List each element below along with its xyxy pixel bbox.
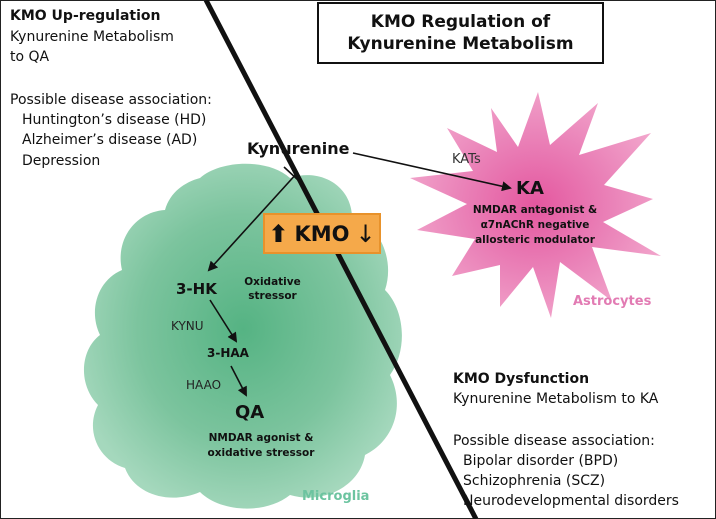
dysfunction-heading: KMO Dysfunction	[453, 371, 590, 387]
dysfunction-disease-item: Schizophrenia (SCZ)	[463, 473, 606, 489]
upregulation-disease-heading: Possible disease association:	[10, 92, 212, 108]
dysfunction-disease-item: Bipolar disorder (BPD)	[463, 453, 619, 469]
kynurenine-branch-line	[283, 166, 299, 181]
astrocytes-label: Astrocytes	[573, 294, 652, 309]
ka-label: KA	[516, 178, 544, 199]
upregulation-line-1: Kynurenine Metabolism	[10, 29, 174, 45]
upregulation-line-2: to QA	[10, 49, 50, 65]
upregulation-disease-item: Depression	[22, 153, 101, 169]
up-arrow-icon: ⬆	[268, 219, 289, 248]
qa-description-line: oxidative stressor	[207, 447, 315, 459]
upregulation-heading: KMO Up-regulation	[10, 8, 161, 24]
oxidative-stressor-note: Oxidative stressor	[240, 275, 305, 303]
upregulation-disease-item: Huntington’s disease (HD)	[22, 112, 207, 128]
qa-label: QA	[235, 402, 265, 423]
divider-line	[203, 0, 479, 519]
oxidative-line: stressor	[248, 290, 297, 302]
3haa-label: 3-HAA	[207, 346, 249, 360]
qa-description: NMDAR agonist & oxidative stressor	[196, 431, 326, 461]
kats-label: KATs	[452, 152, 481, 167]
arrow-3hk-to-3haa	[209, 299, 238, 343]
title-line-2: Kynurenine Metabolism	[347, 34, 574, 54]
kmo-label: KMO	[294, 221, 350, 246]
oxidative-line: Oxidative	[244, 276, 301, 288]
ka-description-line: NMDAR antagonist &	[472, 204, 598, 216]
astrocyte-cell	[410, 92, 661, 318]
dysfunction-line-1: Kynurenine Metabolism to KA	[453, 391, 659, 407]
dysfunction-disease-heading: Possible disease association:	[453, 433, 655, 449]
qa-description-line: NMDAR agonist &	[208, 432, 314, 444]
title-box: KMO Regulation of Kynurenine Metabolism	[317, 2, 604, 64]
arrow-kynurenine-to-3hk	[207, 171, 299, 272]
arrow-3haa-to-qa	[230, 365, 247, 397]
arrow-kynurenine-to-ka	[352, 152, 512, 192]
kynurenine-label: Kynurenine	[247, 139, 350, 158]
ka-description-line: allosteric modulator	[475, 234, 595, 246]
ka-description-line: α7nAChR negative	[480, 219, 590, 231]
upregulation-disease-item: Alzheimer’s disease (AD)	[22, 132, 198, 148]
dysfunction-disease-item: Neurodevelopmental disorders	[463, 493, 679, 509]
microglia-label: Microglia	[302, 489, 370, 504]
kmo-regulation-box: ⬆ KMO ↓	[263, 213, 381, 254]
ka-description: NMDAR antagonist & α7nAChR negative allo…	[469, 203, 601, 248]
title-line-1: KMO Regulation of	[370, 12, 551, 32]
down-arrow-icon: ↓	[355, 219, 376, 248]
3hk-label: 3-HK	[176, 280, 217, 298]
kynu-label: KYNU	[171, 319, 204, 333]
haao-label: HAAO	[186, 378, 222, 392]
